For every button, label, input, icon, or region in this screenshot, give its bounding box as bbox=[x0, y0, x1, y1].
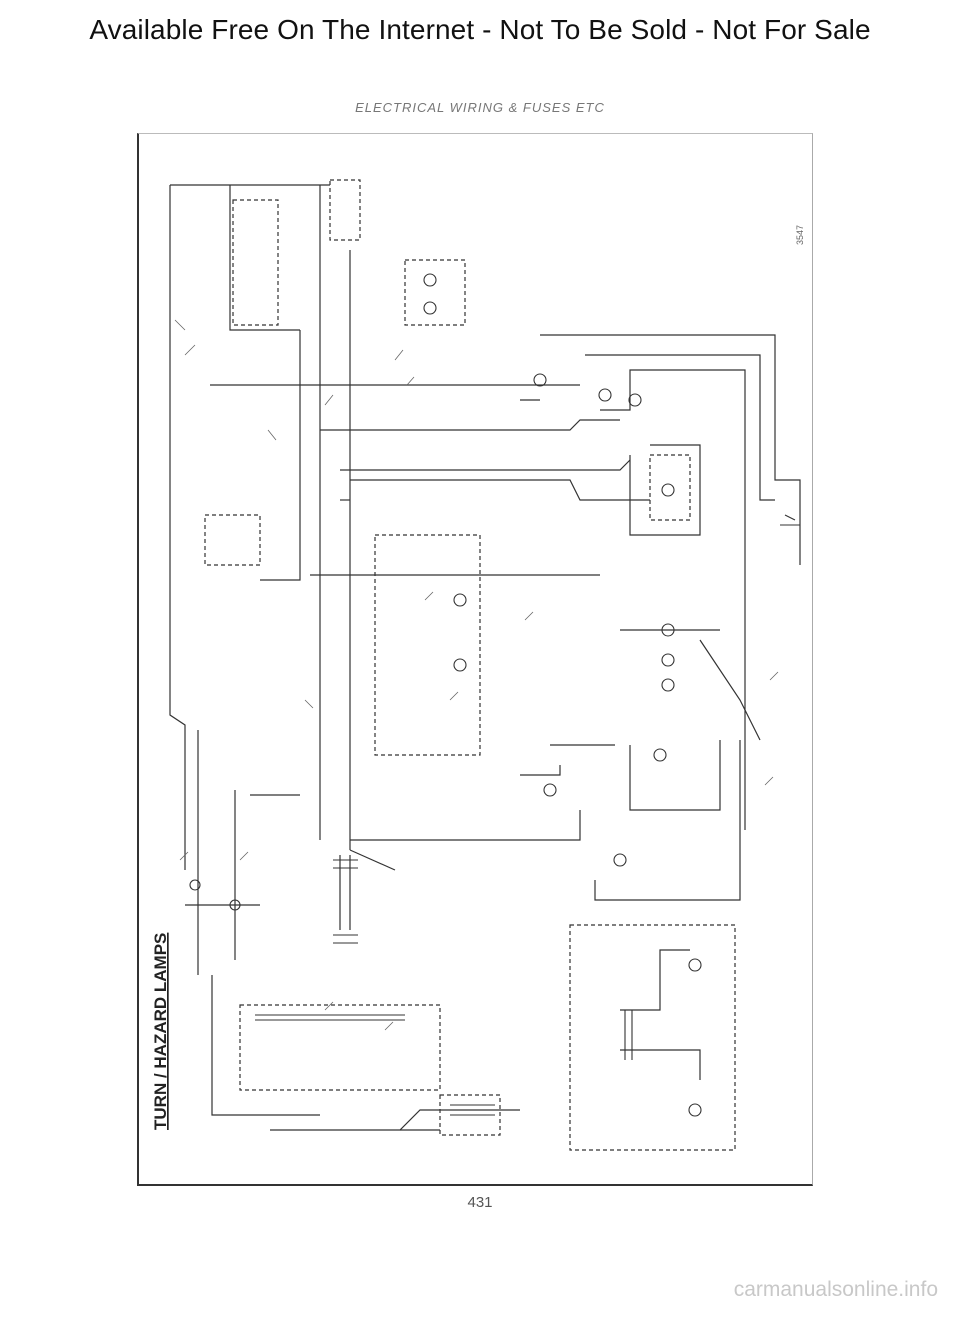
site-watermark: carmanualsonline.info bbox=[733, 1278, 938, 1301]
wiring-lines bbox=[169, 184, 801, 1131]
section-title: ELECTRICAL WIRING & FUSES ETC bbox=[355, 100, 605, 115]
tick-marks bbox=[174, 319, 779, 1031]
diagram-frame bbox=[137, 133, 813, 1186]
lamp-symbols bbox=[189, 273, 702, 1117]
page-banner: Available Free On The Internet - Not To … bbox=[89, 14, 871, 45]
page-number: 431 bbox=[467, 1194, 493, 1211]
dashed-boxes bbox=[204, 179, 736, 1151]
connector-bars bbox=[255, 514, 800, 1116]
diagram-title: TURN / HAZARD LAMPS bbox=[151, 933, 170, 1130]
diagram-ref-code: 3547 bbox=[795, 225, 805, 245]
